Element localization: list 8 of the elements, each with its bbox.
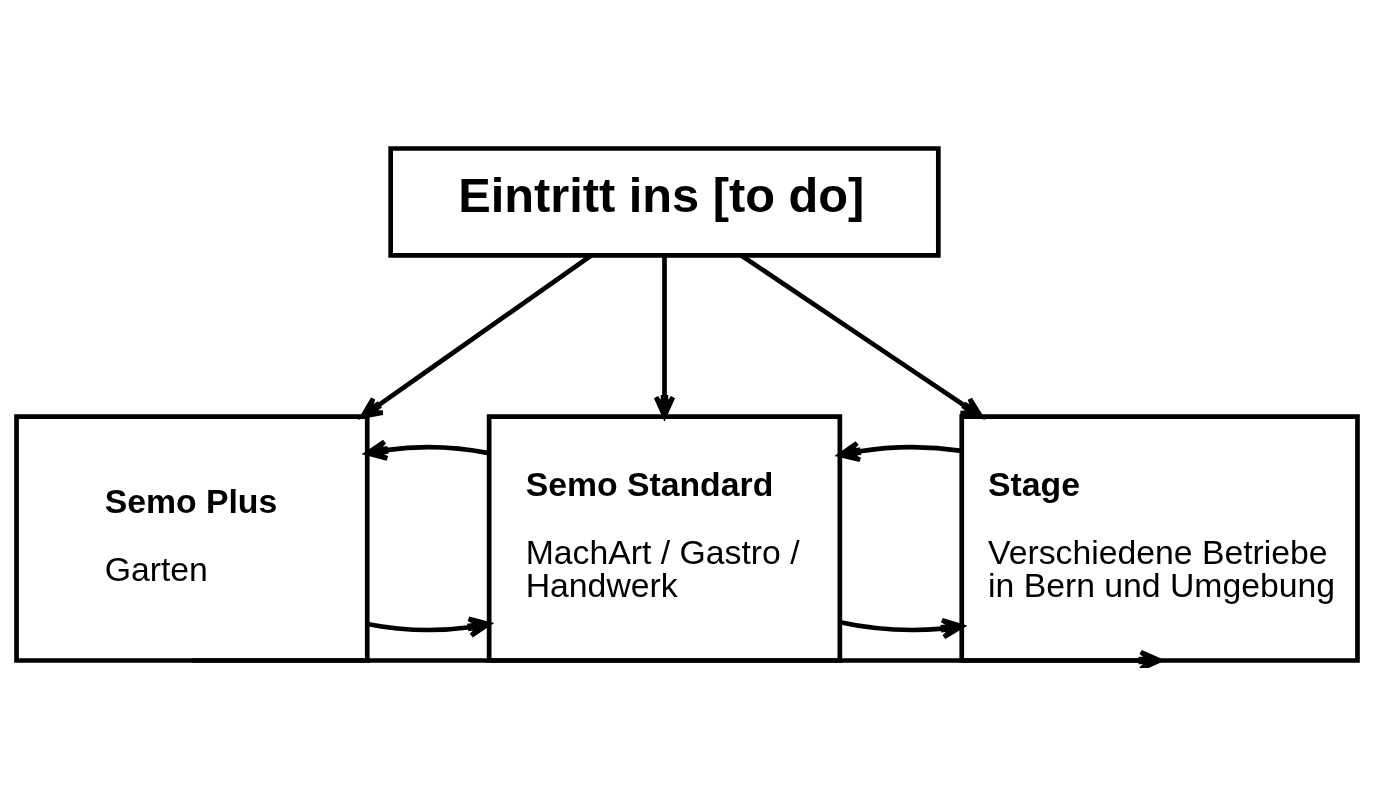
- arrow: [364, 438, 490, 461]
- arrow: [839, 617, 965, 639]
- arrow: [191, 649, 1162, 668]
- node-box: Eintritt ins [to do]: [388, 145, 941, 258]
- arrow: [837, 440, 963, 462]
- node-box: Semo Plus Garten: [14, 413, 370, 663]
- node-box: Stage Verschiedene Betriebe in Bern und Umgebung: [959, 413, 1360, 663]
- arrow: [366, 615, 491, 638]
